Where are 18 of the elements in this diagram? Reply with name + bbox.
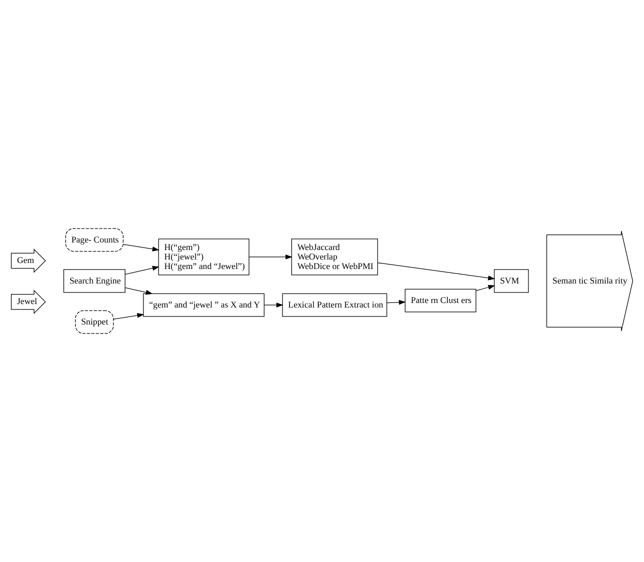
arrow xyxy=(476,284,496,292)
node-box: WebJaccard WeOverlap WebDice or WebPMI xyxy=(291,238,378,276)
node-box: “gem” and “jewel ” as X and Y xyxy=(143,293,264,317)
arrow xyxy=(124,266,160,275)
arrow xyxy=(264,302,284,308)
arrow xyxy=(377,262,496,280)
node-box: H(“gem”) H(“jewel”) H(“gem” and “Jewel”) xyxy=(158,238,250,276)
arrow xyxy=(113,313,144,320)
node-box: Patte rn Clust ers xyxy=(404,288,476,312)
arrow xyxy=(248,254,292,260)
arrow xyxy=(123,244,160,252)
node-box: Search Engine xyxy=(63,269,126,293)
arrow xyxy=(386,300,406,305)
arrow xyxy=(124,287,153,295)
node-box: SVM xyxy=(494,269,529,293)
node-box: Snippet xyxy=(75,310,114,334)
node-box: Lexical Pattern Extract ion xyxy=(282,293,388,317)
node-box: Page- Counts xyxy=(65,228,124,252)
